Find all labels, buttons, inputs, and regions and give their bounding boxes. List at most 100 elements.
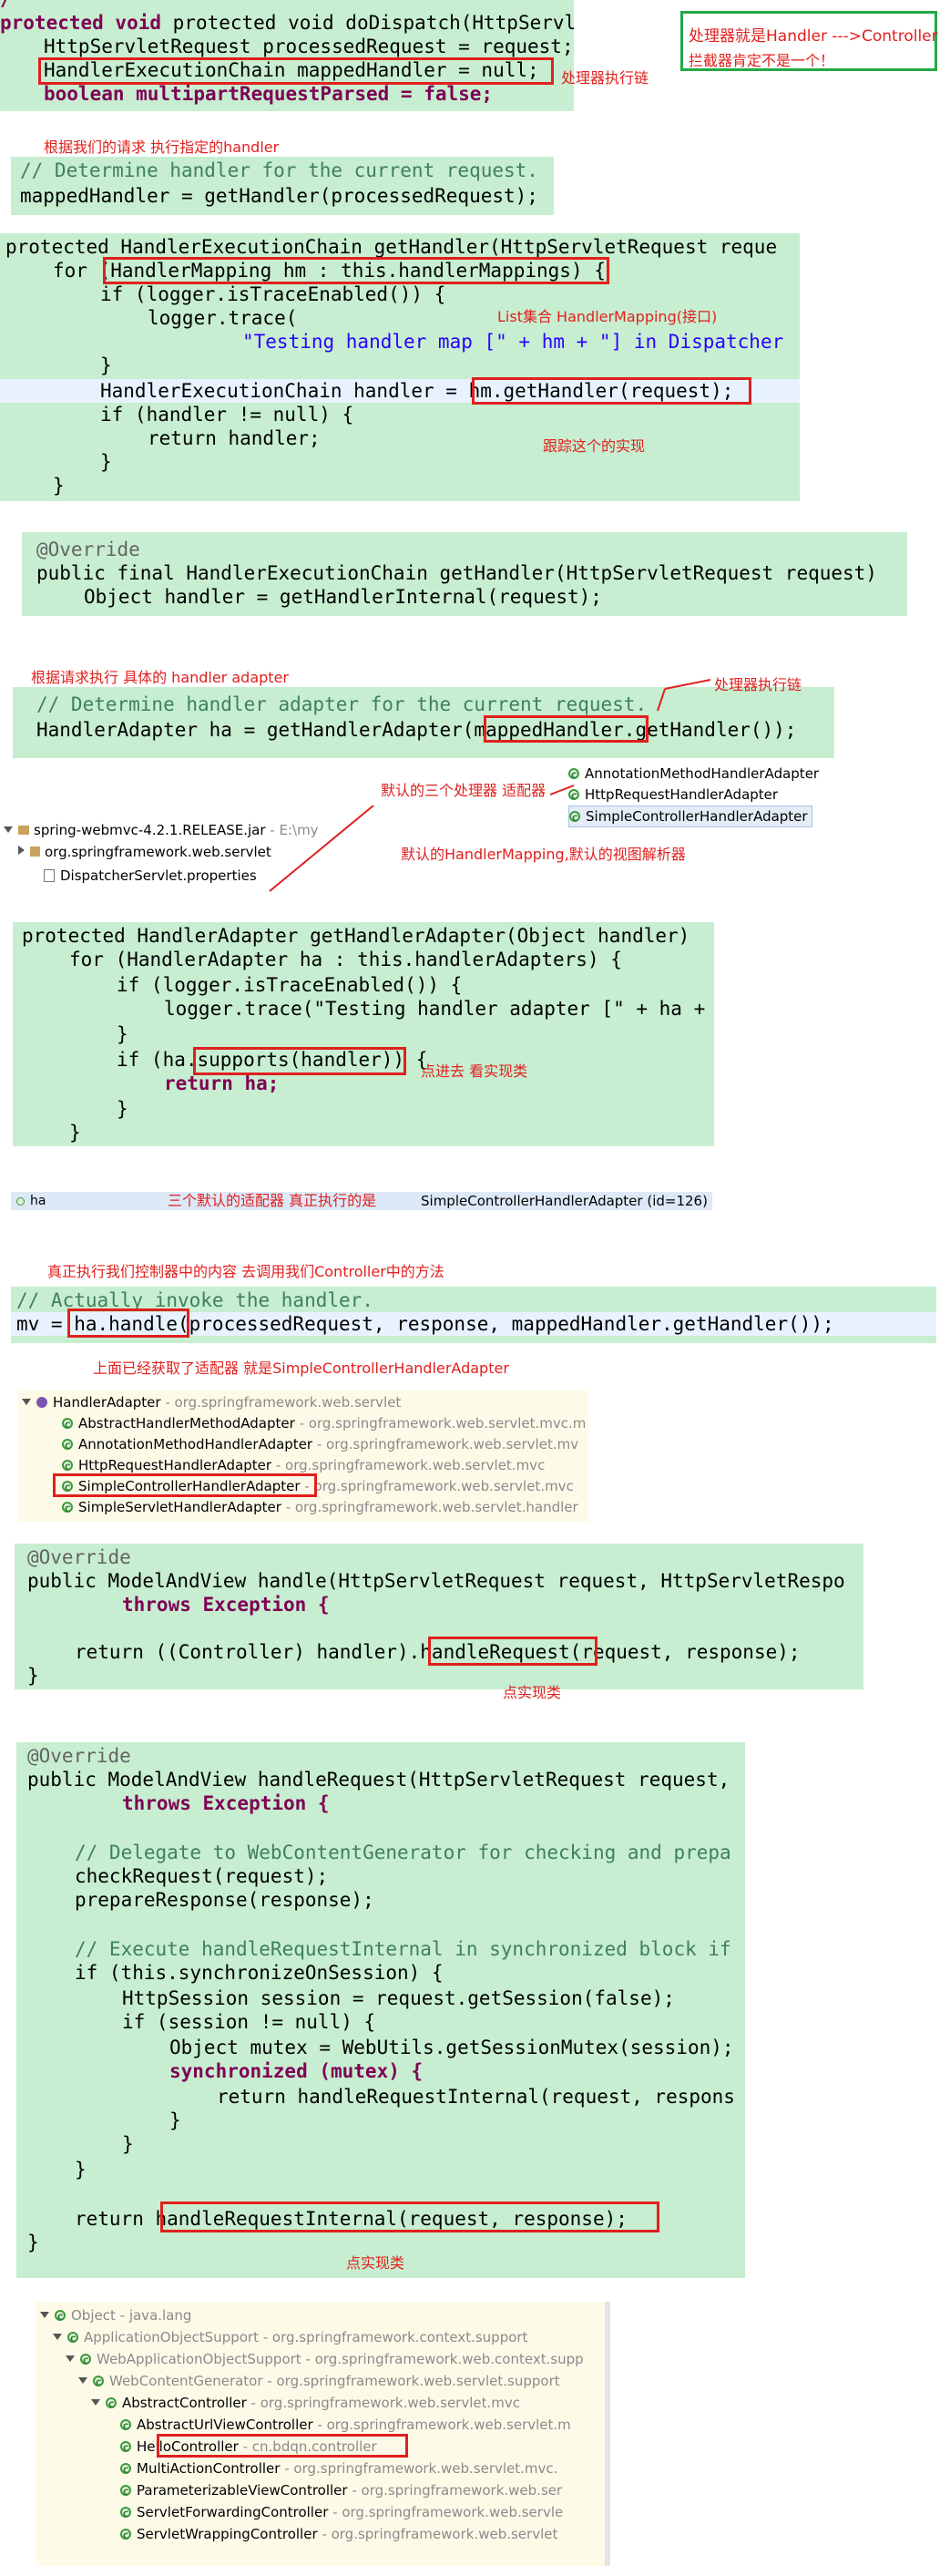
expand-arrow-icon [4, 826, 13, 833]
tree-item[interactable]: SimpleControllerHandlerAdapter - org.spr… [62, 1476, 574, 1499]
code-line: protected void protected void doDispatch… [0, 11, 574, 35]
code-line: checkRequest(request); [75, 1865, 329, 1887]
class-icon [62, 1437, 73, 1457]
collapse-arrow-icon [18, 846, 25, 855]
annotation-note: List集合 HandlerMapping(接口) [497, 308, 718, 325]
scrollbar[interactable] [605, 2302, 610, 2566]
tree-item[interactable]: ServletForwardingController - org.spring… [120, 2502, 563, 2525]
tree-item[interactable]: AbstractUrlViewController - org.springfr… [120, 2415, 571, 2437]
code-line: prepareResponse(response); [75, 1889, 374, 1911]
file-item[interactable]: DispatcherServlet.properties [44, 866, 257, 886]
class-icon [62, 1500, 73, 1520]
package-item[interactable]: org.springframework.web.servlet [18, 842, 271, 862]
class-icon [67, 2330, 78, 2350]
class-icon [106, 2396, 117, 2416]
class-icon [62, 1458, 73, 1478]
expand-arrow-icon [22, 1399, 31, 1405]
annotation-note: 三个默认的适配器 真正执行的是 [168, 1192, 377, 1209]
tree-item[interactable]: WebContentGenerator - org.springframewor… [78, 2371, 560, 2394]
annotation-note: 真正执行我们控制器中的内容 去调用我们Controller中的方法 [47, 1263, 444, 1280]
note-line: 处理器就是Handler --->Controller [689, 27, 938, 46]
code-line: } [100, 354, 112, 376]
code-line: } [117, 1098, 128, 1120]
method-signature: protected void doDispatch(HttpServletReq… [172, 12, 574, 34]
code-line: if (ha.supports(handler)) { [117, 1049, 428, 1071]
code-line: } [169, 2109, 181, 2131]
code-line: HttpSession session = request.getSession… [122, 1987, 675, 2009]
annotation-note: 上面已经获取了适配器 就是SimpleControllerHandlerAdap… [93, 1360, 509, 1377]
tree-item[interactable]: HttpRequestHandlerAdapter - org.springfr… [62, 1455, 545, 1478]
code-line: return ((Controller) handler).handleRequ… [75, 1641, 801, 1663]
tree-item[interactable]: MultiActionController - org.springframew… [120, 2458, 557, 2481]
class-icon [62, 1416, 73, 1436]
code-line: "Testing handler map [" + hm + "] in Dis… [242, 331, 784, 353]
tree-item[interactable]: WebApplicationObjectSupport - org.spring… [66, 2349, 584, 2372]
annotation-note: 点实现类 [346, 2254, 405, 2272]
class-icon [120, 2483, 131, 2503]
tree-item[interactable]: AnnotationMethodHandlerAdapter - org.spr… [62, 1434, 578, 1457]
code-line: public final HandlerExecutionChain getHa… [36, 562, 877, 584]
code-line: if (logger.isTraceEnabled()) { [100, 283, 446, 305]
annotation-note: 点实现类 [503, 1684, 562, 1701]
code-line: // Actually invoke the handler. [16, 1289, 373, 1311]
tree-item[interactable]: HandlerAdapter - org.springframework.web… [22, 1392, 401, 1412]
code-line: public ModelAndView handleRequest(HttpSe… [27, 1769, 730, 1791]
code-line: } [69, 1122, 81, 1144]
package-icon [30, 847, 40, 857]
variable-icon [16, 1197, 25, 1206]
code-line: Object mutex = WebUtils.getSessionMutex(… [169, 2037, 734, 2058]
jar-item[interactable]: spring-webmvc-4.2.1.RELEASE.jar - E:\my [4, 820, 319, 840]
tree-item[interactable]: SimpleServletHandlerAdapter - org.spring… [62, 1497, 578, 1520]
expand-arrow-icon [53, 2334, 62, 2340]
annotation-note: 点进去 看实现类 [421, 1062, 528, 1080]
annotation-note: 默认的HandlerMapping,默认的视图解析器 [401, 846, 686, 863]
code-line: } [100, 451, 112, 473]
tree-item[interactable]: Object - java.lang [40, 2305, 191, 2328]
code-line: } [117, 1023, 128, 1045]
code-block-invoke: // Actually invoke the handler. mv = ha.… [11, 1287, 936, 1343]
note-box-handler: 处理器就是Handler --->Controller 拦截器肯定不是一个！ [680, 11, 938, 71]
code-line: mappedHandler = getHandler(processedRequ… [20, 185, 538, 207]
list-item-selected[interactable]: SimpleControllerHandlerAdapter [568, 806, 812, 829]
code-block-gethandler-call: // Determine handler for the current req… [11, 157, 554, 215]
code-line: return handleRequestInternal(request, re… [75, 2208, 628, 2230]
tree-item[interactable]: ServletWrappingController - org.springfr… [120, 2524, 557, 2547]
expand-arrow-icon [78, 2377, 87, 2384]
code-line: } [75, 2159, 87, 2181]
code-line: if (session != null) { [122, 2011, 376, 2033]
properties-file-icon [44, 869, 55, 882]
code-block-gethandleradapter: protected HandlerAdapter getHandlerAdapt… [13, 922, 714, 1146]
default-adapters-list: AnnotationMethodHandlerAdapter HttpReque… [561, 760, 834, 829]
code-line: if (logger.isTraceEnabled()) { [117, 974, 463, 996]
code-line: // Determine handler adapter for the cur… [36, 693, 648, 715]
code-block-handlerequest: @Override public ModelAndView handleRequ… [16, 1742, 745, 2278]
interface-icon [36, 1397, 47, 1408]
class-icon [120, 2505, 131, 2525]
annotation-note: 跟踪这个的实现 [543, 437, 646, 455]
code-line: @Override [36, 539, 140, 560]
annotation-note: 处理器执行链 [714, 676, 802, 693]
annotation-note: 根据我们的请求 执行指定的handler [44, 139, 280, 156]
debug-variable-name: ha [30, 1194, 46, 1208]
tree-item[interactable]: AbstractController - org.springframework… [91, 2393, 520, 2416]
code-line: Object handler = getHandlerInternal(requ… [84, 586, 602, 608]
tree-item[interactable]: ApplicationObjectSupport - org.springfra… [53, 2327, 527, 2350]
code-line: return handleRequestInternal(request, re… [217, 2086, 735, 2108]
code-line: @Override [27, 1745, 131, 1767]
tree-item[interactable]: ParameterizableViewController - org.spri… [120, 2480, 562, 2503]
code-line: } [27, 1665, 39, 1687]
list-item[interactable]: HttpRequestHandlerAdapter [568, 785, 778, 807]
tree-item[interactable]: AbstractHandlerMethodAdapter - org.sprin… [62, 1413, 586, 1436]
code-line: throws Exception { [122, 1594, 330, 1616]
debug-variable-row[interactable]: ha 三个默认的适配器 真正执行的是 SimpleControllerHandl… [11, 1192, 712, 1210]
annotation-note: 根据请求执行 具体的 handler adapter [31, 669, 289, 686]
package-explorer: spring-webmvc-4.2.1.RELEASE.jar - E:\my … [0, 818, 328, 893]
class-icon [120, 2439, 131, 2459]
list-item[interactable]: AnnotationMethodHandlerAdapter [568, 764, 819, 786]
tree-item[interactable]: HelloController - cn.bdqn.controller [120, 2437, 377, 2459]
code-line: synchronized (mutex) { [169, 2060, 424, 2082]
class-icon [93, 2374, 104, 2394]
code-line: HandlerExecutionChain handler = hm.getHa… [0, 379, 800, 403]
code-line: / [0, 0, 574, 11]
expand-arrow-icon [40, 2312, 49, 2318]
